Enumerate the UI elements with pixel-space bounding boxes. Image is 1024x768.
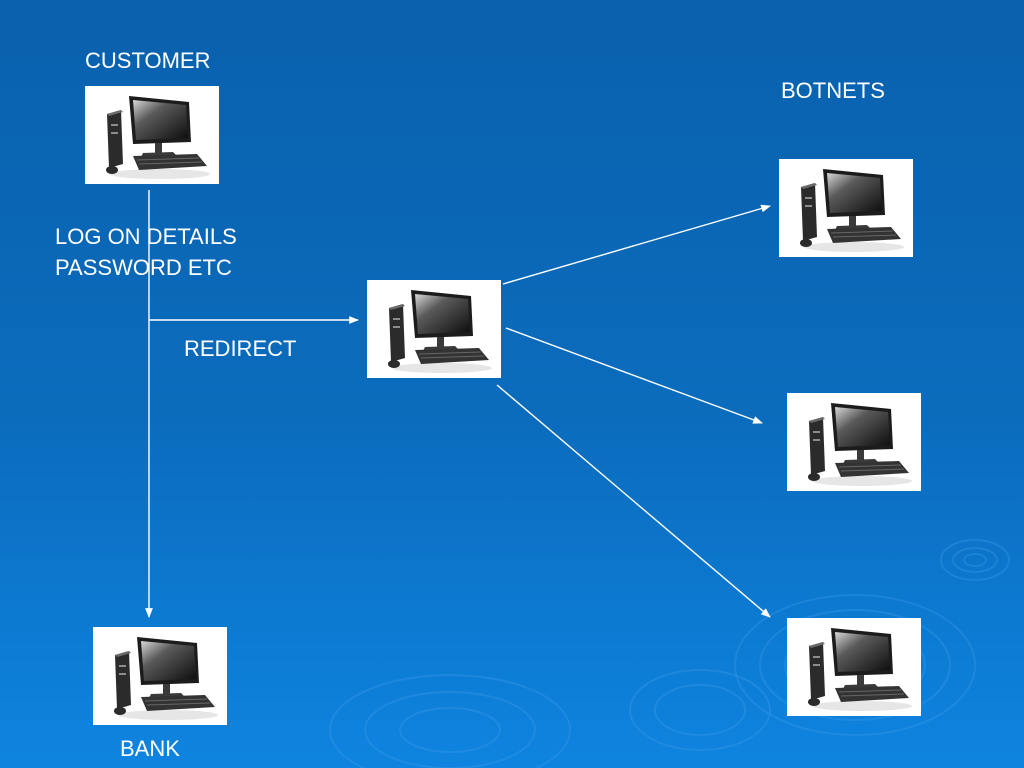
botnets-label: BOTNETS (781, 78, 885, 103)
arrow-attacker-to-botnet-2 (505, 327, 763, 424)
botnet-computer-3 (787, 618, 921, 716)
desktop-computer-icon (388, 290, 492, 373)
arrow-attacker-to-botnet-1 (502, 204, 771, 285)
desktop-computer-icon (114, 637, 218, 720)
bank-computer (93, 627, 227, 725)
bank-label: BANK (120, 736, 180, 761)
attacker-computer (367, 280, 501, 378)
customer-label: CUSTOMER (85, 48, 211, 73)
redirect-label: REDIRECT (184, 336, 297, 361)
customer-computer (85, 86, 219, 184)
password-label: PASSWORD ETC (55, 255, 232, 280)
botnet-computer-2 (787, 393, 921, 491)
desktop-computer-icon (808, 403, 912, 486)
desktop-computer-icon (800, 169, 904, 252)
arrow-attacker-to-botnet-3 (496, 384, 771, 618)
logon-details-label: LOG ON DETAILS (55, 224, 237, 249)
botnet-computer-1 (779, 159, 913, 257)
desktop-computer-icon (808, 628, 912, 711)
desktop-computer-icon (106, 96, 210, 179)
